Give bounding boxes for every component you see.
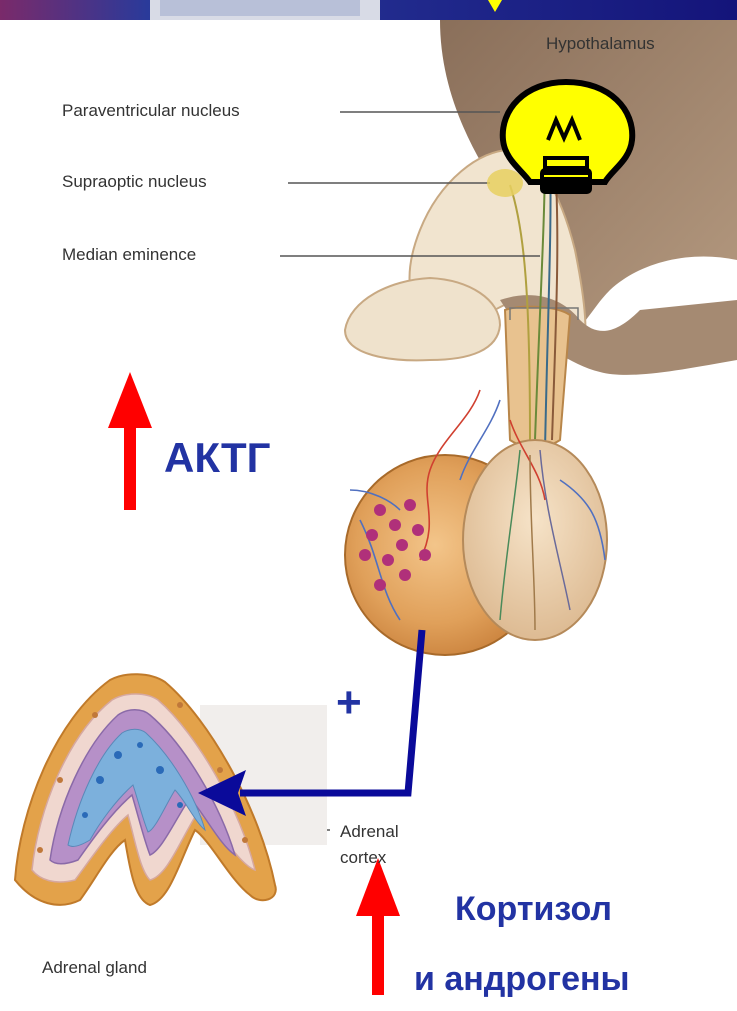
supraoptic-nucleus-label: Supraoptic nucleus (62, 172, 207, 192)
adrenal-cortex-label-line2: cortex (340, 848, 386, 868)
adrenal-gland-label: Adrenal gland (42, 958, 147, 978)
paraventricular-nucleus-label: Paraventricular nucleus (62, 101, 240, 121)
acth-annotation: АКТГ (164, 434, 270, 482)
adrenal-cortex-label-line1: Adrenal (340, 822, 399, 842)
arrow-up-icon (356, 858, 400, 995)
hypothalamus-label: Hypothalamus (546, 34, 655, 54)
median-eminence-label: Median eminence (62, 245, 196, 265)
androgens-annotation: и андрогены (414, 960, 630, 999)
optic-chiasm (345, 278, 500, 360)
top-banner (0, 0, 737, 20)
supraoptic-nucleus-blob (487, 169, 523, 197)
stimulation-plus-sign: + (336, 678, 362, 728)
arrow-up-icon (108, 372, 152, 510)
cortisol-annotation: Кортизол (455, 890, 612, 929)
